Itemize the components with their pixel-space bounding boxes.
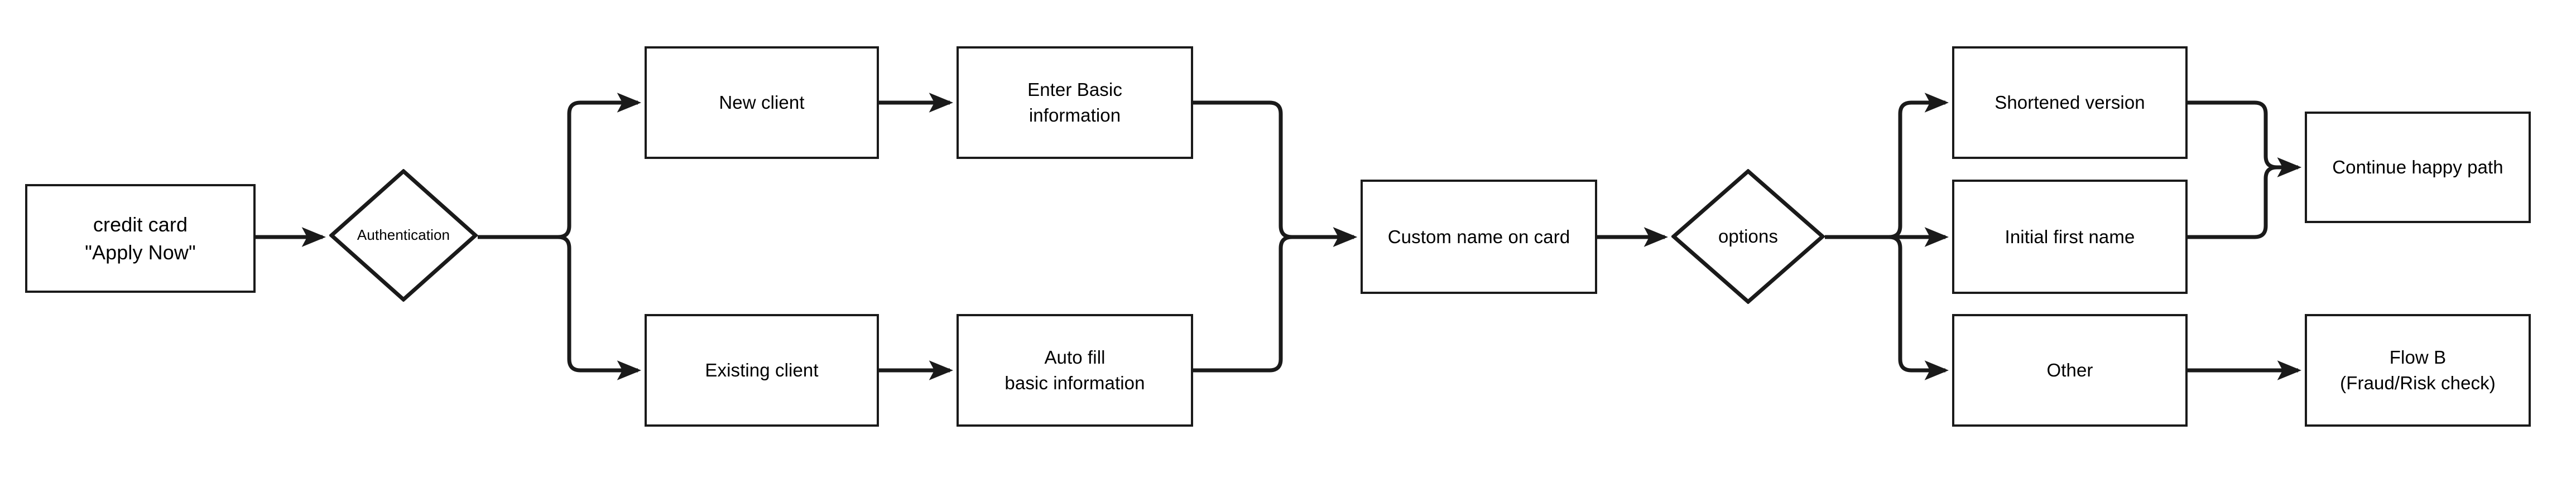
node-continue-happy-path[interactable]: Continue happy path <box>2305 112 2531 223</box>
diamond-shape <box>329 169 478 302</box>
node-authentication[interactable]: Authentication <box>329 169 478 302</box>
edge-enter-basic-to-custom-name <box>1193 100 1358 247</box>
node-auto-fill-basic-information-label: Auto fill basic information <box>1005 347 1145 393</box>
node-new-client[interactable]: New client <box>645 46 879 159</box>
node-shortened-version[interactable]: Shortened version <box>1952 46 2188 159</box>
node-initial-first-name[interactable]: Initial first name <box>1952 180 2188 294</box>
node-new-client-label: New client <box>719 92 805 113</box>
node-flow-b-label: Flow B (Fraud/Risk check) <box>2340 347 2496 393</box>
edge-options-to-other <box>1825 235 1949 380</box>
node-other[interactable]: Other <box>1952 314 2188 427</box>
node-apply-now[interactable]: credit card "Apply Now" <box>25 184 256 293</box>
edge-initial-first-name-to-continue-happy-path <box>2188 157 2302 239</box>
node-existing-client[interactable]: Existing client <box>645 314 879 427</box>
node-initial-first-name-label: Initial first name <box>2005 226 2135 247</box>
diamond-shape <box>1671 169 1825 304</box>
edge-authentication-to-new-client <box>478 93 642 239</box>
node-flow-b[interactable]: Flow B (Fraud/Risk check) <box>2305 314 2531 427</box>
node-existing-client-label: Existing client <box>705 360 819 381</box>
node-apply-now-label: credit card "Apply Now" <box>85 212 196 264</box>
node-enter-basic-information[interactable]: Enter Basic information <box>957 46 1193 159</box>
edge-shortened-version-to-continue-happy-path <box>2188 100 2302 177</box>
node-authentication-label: Authentication <box>357 226 450 244</box>
node-continue-happy-path-label: Continue happy path <box>2332 157 2503 178</box>
node-auto-fill-basic-information[interactable]: Auto fill basic information <box>957 314 1193 427</box>
node-options-label: options <box>1718 226 1779 247</box>
node-custom-name-on-card-label: Custom name on card <box>1387 226 1570 247</box>
edge-options-to-shortened-version <box>1825 93 1949 239</box>
node-enter-basic-information-label: Enter Basic information <box>1027 79 1122 125</box>
node-custom-name-on-card[interactable]: Custom name on card <box>1361 180 1597 294</box>
edge-authentication-to-existing-client <box>478 235 642 380</box>
edge-auto-fill-to-custom-name <box>1193 227 1358 373</box>
node-other-label: Other <box>2046 360 2093 381</box>
node-shortened-version-label: Shortened version <box>1995 92 2145 113</box>
node-options[interactable]: options <box>1671 169 1825 304</box>
